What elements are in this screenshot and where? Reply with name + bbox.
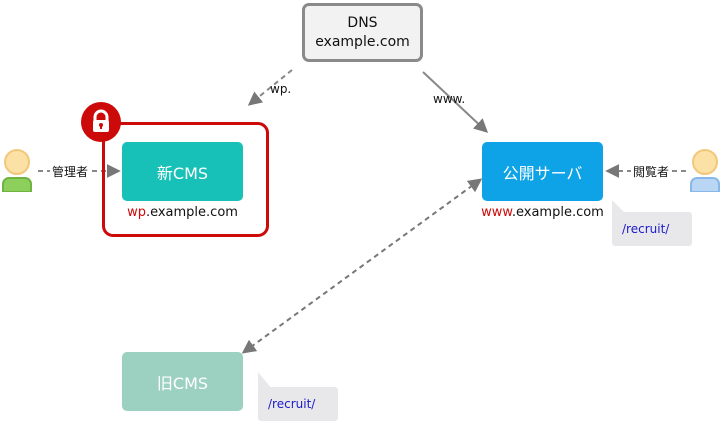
viewer-label: 閲覧者 [631, 163, 672, 180]
public-server-url-prefix: www [481, 205, 512, 220]
old-cms-path-text: /recruit/ [268, 397, 316, 411]
public-server-node: 公開サーバ [482, 142, 603, 201]
new-cms-url: wp.example.com [102, 205, 263, 220]
note-pointer-public [612, 200, 626, 214]
note-pointer-old [258, 372, 272, 389]
public-server-url: www.example.com [470, 205, 615, 220]
old-cms-path-note: /recruit/ [258, 387, 338, 421]
dns-title: DNS [347, 14, 378, 31]
admin-label: 管理者 [50, 163, 91, 180]
lock-icon [81, 102, 121, 142]
public-server-path-text: /recruit/ [622, 222, 670, 236]
new-cms-url-prefix: wp [127, 205, 146, 220]
viewer-user-icon [690, 149, 720, 192]
dns-to-new-cms-label: wp. [270, 82, 292, 96]
new-cms-node: 新CMS [122, 142, 243, 201]
public-server-label: 公開サーバ [502, 163, 583, 183]
old-cms-node: 旧CMS [122, 352, 243, 411]
public-server-path-note: /recruit/ [612, 212, 692, 246]
edge-public-to-old-cms [241, 178, 483, 354]
new-cms-label: 新CMS [156, 163, 209, 183]
edge-dns-to-new-cms [247, 69, 293, 106]
public-server-url-suffix: .example.com [511, 205, 604, 220]
old-cms-label: 旧CMS [156, 373, 209, 393]
edge-dns-to-public-server [422, 71, 489, 133]
dns-domain: example.com [315, 33, 410, 50]
new-cms-secure-frame [102, 122, 269, 237]
dns-node: DNS example.com [302, 3, 423, 62]
new-cms-url-suffix: .example.com [145, 205, 238, 220]
dns-to-public-server-label: www. [433, 92, 466, 106]
admin-user-icon [2, 149, 32, 192]
